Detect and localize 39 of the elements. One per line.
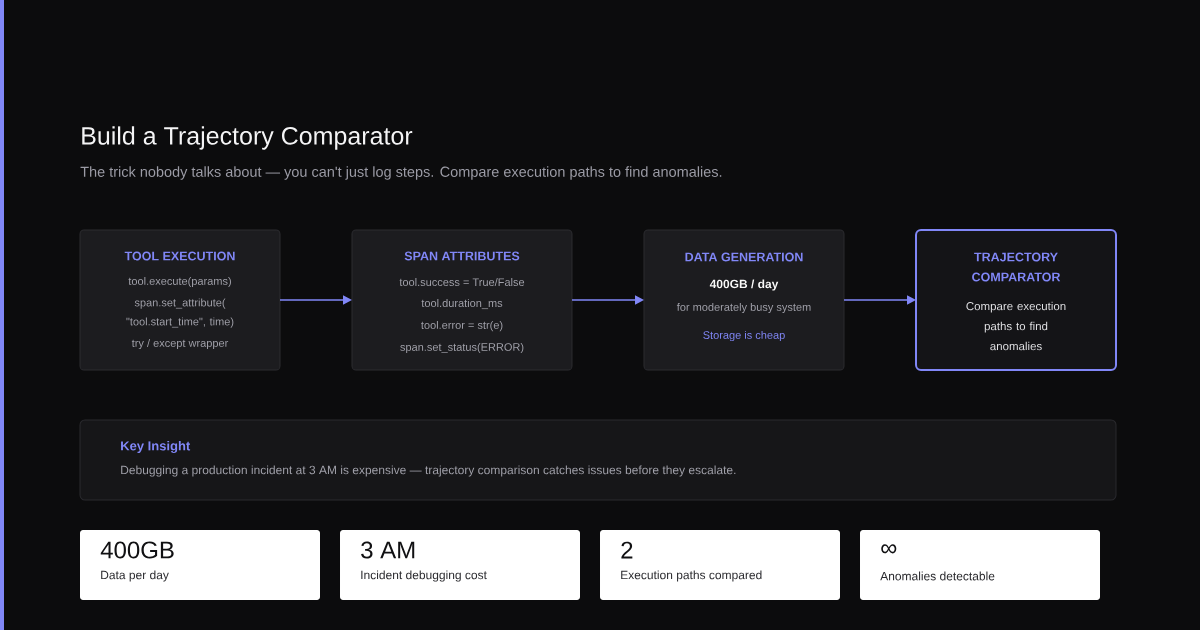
box-text: span.set_status(ERROR)	[400, 342, 524, 354]
box-heading: TOOL EXECUTION	[124, 251, 235, 261]
arrow	[843, 295, 916, 305]
box-text: Compare execution paths to find anomalies	[966, 301, 1066, 351]
stat-card	[80, 530, 320, 600]
stat-card	[340, 530, 580, 600]
stat-value: 400GB	[100, 541, 174, 559]
box-text: try / except wrapper	[131, 338, 229, 350]
insight-panel	[79, 419, 1117, 501]
stat-label: Anomalies detectable	[880, 571, 995, 581]
stat-card	[600, 530, 840, 600]
stat-value: 3 AM	[361, 541, 415, 559]
box-text: for moderately busy system	[676, 302, 811, 314]
arrow	[279, 295, 352, 305]
process-box	[915, 229, 1117, 371]
stat-label: Incident debugging cost	[361, 570, 487, 582]
process-box	[351, 229, 573, 371]
box-heading: TRAJECTORY COMPARATOR	[972, 252, 1061, 282]
box-text: tool.success = True/False	[399, 277, 525, 287]
box-text: tool.execute(params)	[128, 276, 231, 288]
box-text: Storage is cheap	[703, 330, 785, 342]
panel-text: Debugging a production incident at 3 AM is expensive — trajectory comparison catches issues before they escalate.	[121, 465, 736, 477]
box-text: 400GB / day	[709, 279, 779, 291]
box-heading: SPAN ATTRIBUTES	[404, 251, 520, 261]
box-text: tool.duration_ms	[421, 298, 503, 310]
stat-label: Data per day	[101, 570, 169, 582]
panel-heading: Key Insight	[121, 440, 191, 454]
stat-value: 2	[621, 541, 633, 559]
box-text: tool.error = str(e)	[421, 320, 503, 332]
stat-card	[860, 530, 1100, 600]
title: Build a Trajectory Comparator	[82, 126, 413, 150]
process-box	[643, 229, 845, 371]
subtitle: The trick nobody talks about — you can't just log steps. Compare execution paths to find anomalies.	[80, 166, 722, 180]
stat-label: Execution paths compared	[621, 570, 762, 582]
stat-value: ∞	[881, 544, 897, 554]
box-heading: DATA GENERATION	[685, 252, 803, 262]
process-box	[79, 229, 281, 371]
arrow	[571, 295, 644, 305]
box-text: span.set_attribute( "tool.start_time", time)	[126, 298, 234, 328]
